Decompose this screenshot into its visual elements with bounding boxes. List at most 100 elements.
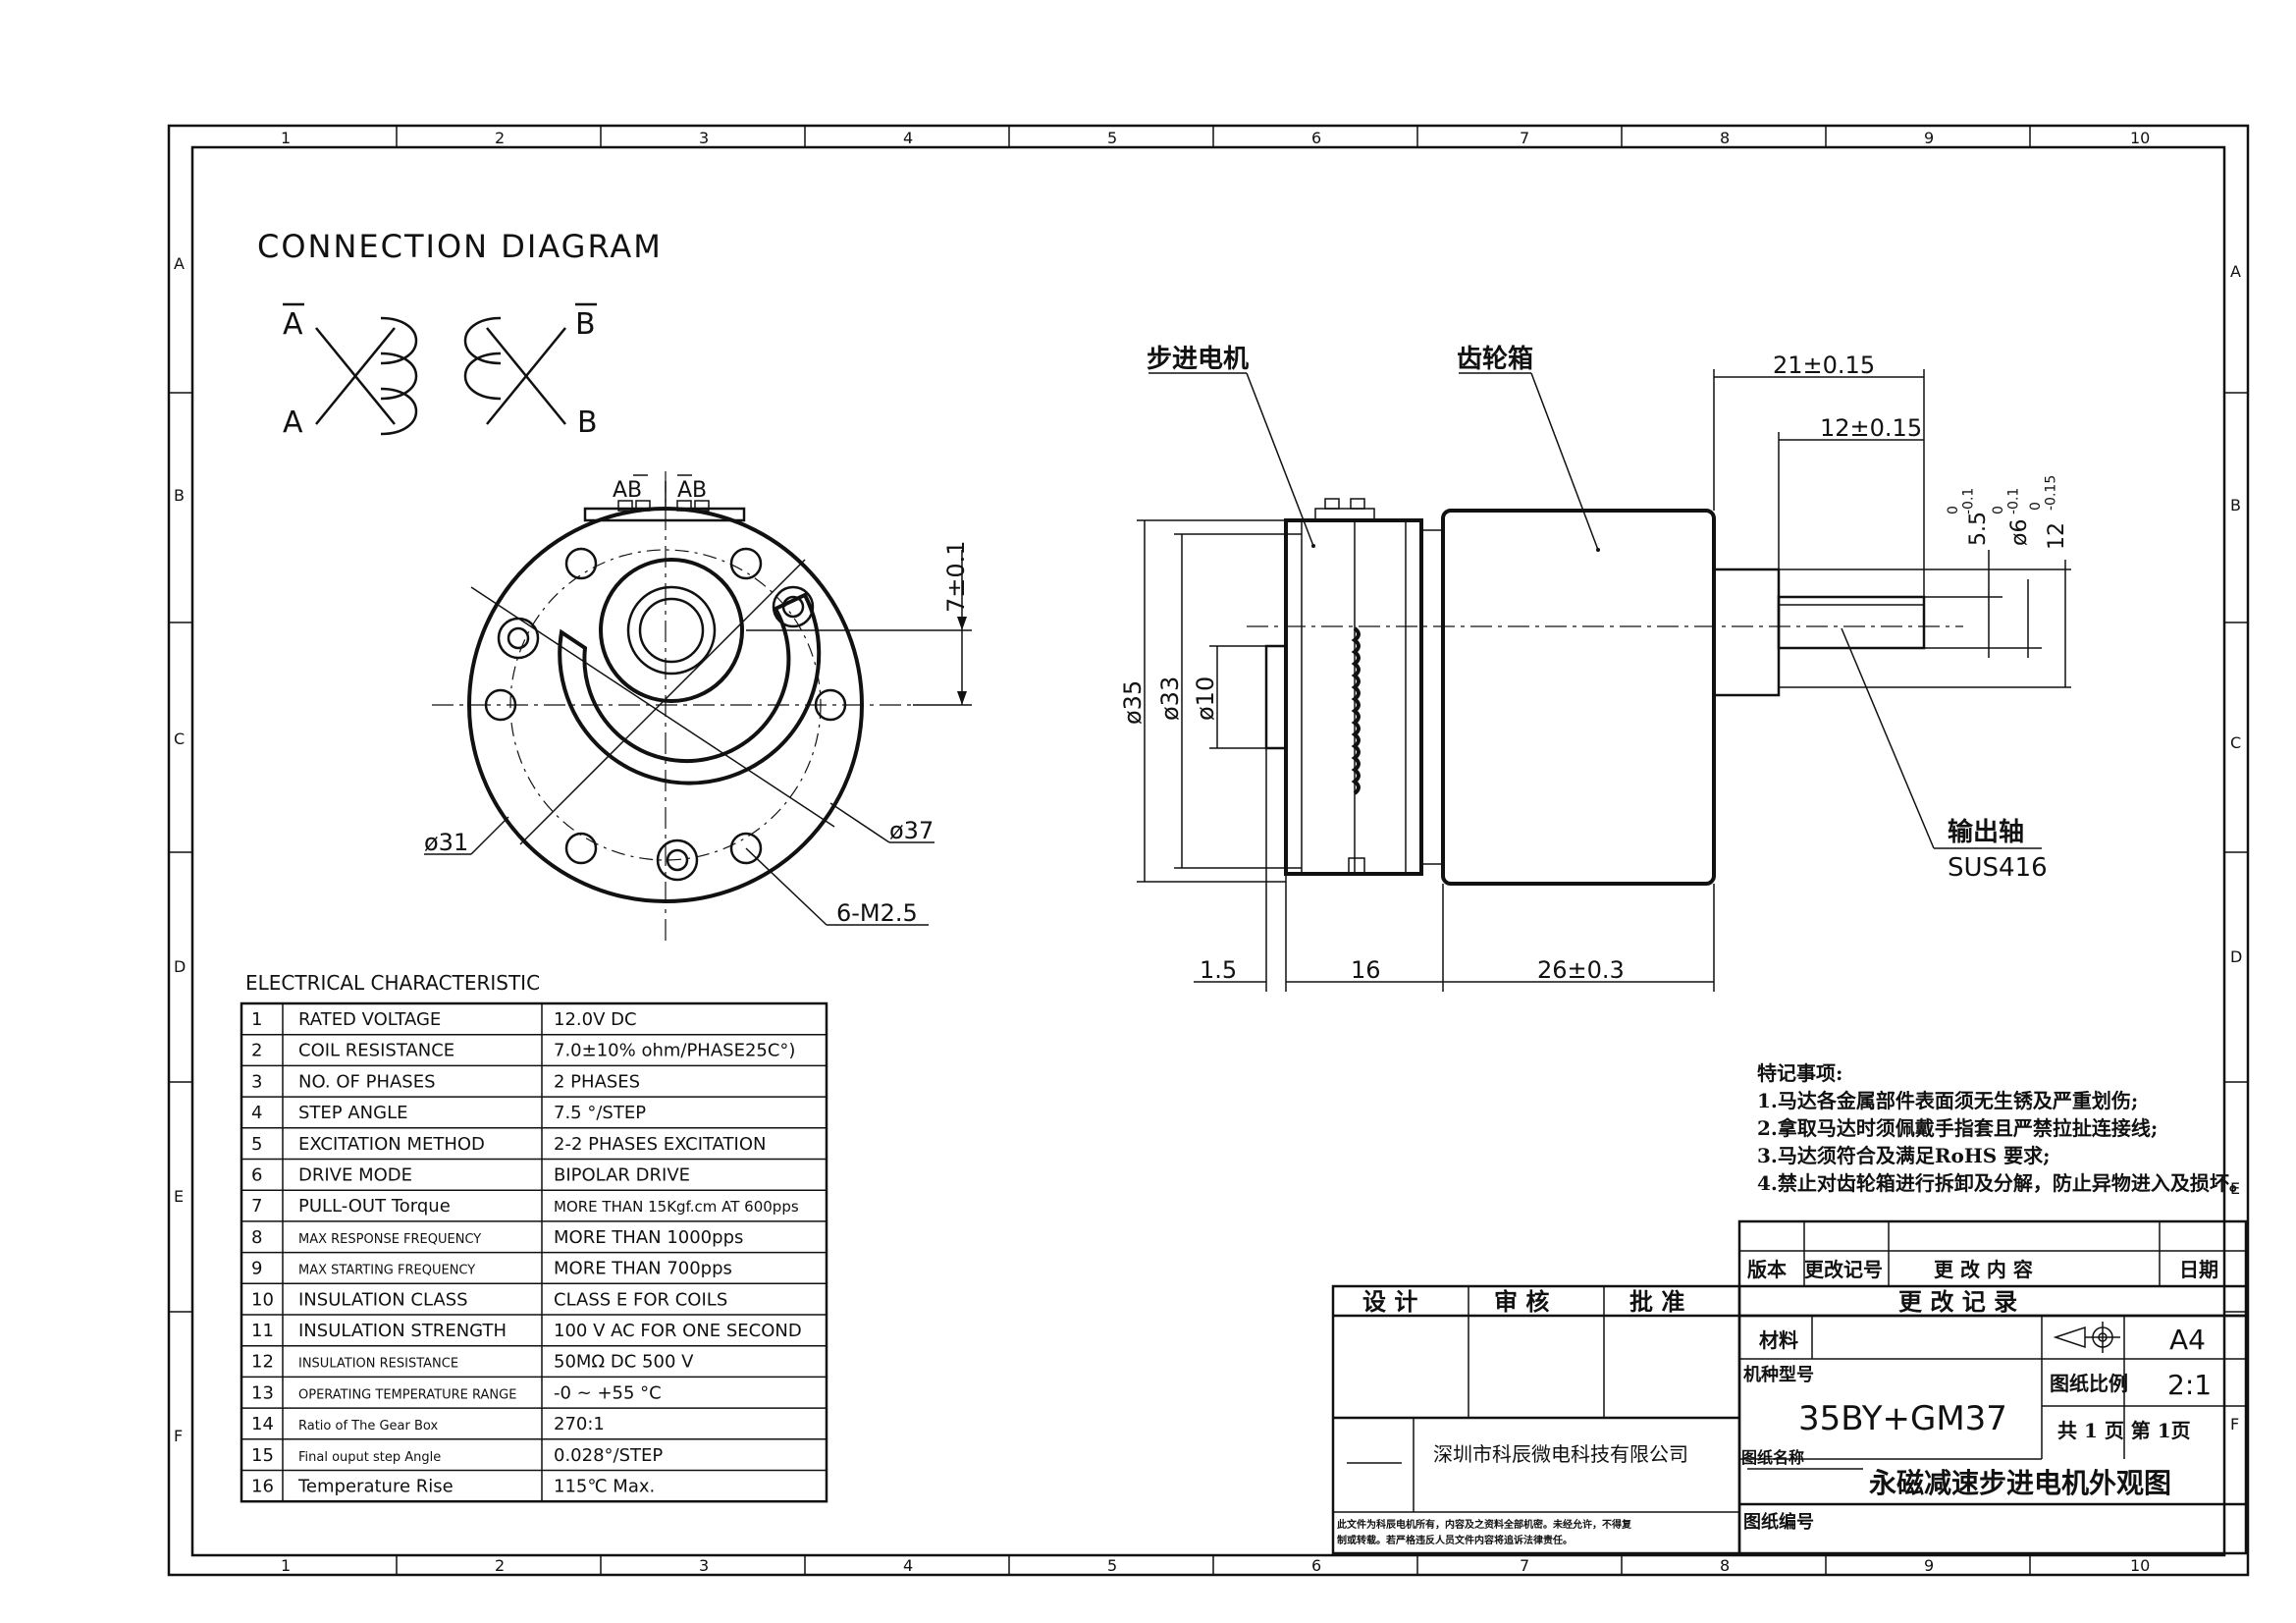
row-number: 2 [251, 1041, 262, 1061]
dim-55: 5.5 [1966, 512, 1991, 546]
row-label: D [2230, 947, 2242, 966]
company-name: 深圳市科辰微电科技有限公司 [1433, 1442, 1688, 1466]
row-number: 3 [251, 1071, 262, 1092]
row-value: 270:1 [554, 1414, 605, 1434]
drawing-no-label: 图纸编号 [1743, 1511, 1814, 1533]
dim-31: ø31 [424, 829, 468, 856]
row-value: 2-2 PHASES EXCITATION [554, 1134, 767, 1155]
row-value: 7.0±10% ohm/PHASE25C°) [554, 1041, 795, 1061]
row-label: D [174, 957, 186, 976]
row-number: 7 [251, 1196, 262, 1217]
row-label: A [2230, 262, 2241, 281]
row-number: 4 [251, 1103, 262, 1123]
row-value: -0 ~ +55 °C [554, 1382, 662, 1403]
material-label: 材料 [1759, 1328, 1798, 1352]
col-label: 8 [1720, 129, 1730, 147]
col-label: 3 [699, 129, 709, 147]
col-label: 4 [903, 1556, 913, 1575]
col-label: 3 [699, 1556, 709, 1575]
electrical-table: 1 RATED VOLTAGE 12.0V DC 2 COIL RESISTANCE 7.… [240, 1001, 828, 1503]
row-number: 12 [251, 1352, 274, 1373]
dim-1-5: 1.5 [1200, 956, 1237, 984]
row-name: Ratio of The Gear Box [298, 1419, 438, 1434]
row-label: E [174, 1187, 184, 1206]
row-number: 9 [251, 1259, 262, 1279]
col-label: 1 [281, 129, 291, 147]
row-number: 5 [251, 1134, 262, 1155]
dim-holes: 6-M2.5 [836, 899, 918, 927]
row-name: DRIVE MODE [298, 1165, 412, 1186]
electrical-characteristic: ELECTRICAL CHARACTERISTIC 1 RATED VOLTAGE… [240, 971, 828, 1503]
label-shaft: 输出轴 [1948, 817, 2024, 847]
row-name: INSULATION CLASS [298, 1289, 468, 1310]
connection-diagram: CONNECTION DIAGRAM A A B B [257, 228, 663, 440]
row-value: 7.5 °/STEP [554, 1103, 646, 1123]
connector-label: AB [613, 478, 642, 503]
sign-header: 设 计 [1362, 1287, 1417, 1316]
row-number: 1 [251, 1009, 262, 1030]
row-value: MORE THAN 15Kgf.cm AT 600pps [554, 1198, 799, 1216]
rev-header: 更 改 内 容 [1934, 1258, 2033, 1281]
notes-title: 特记事项: [1757, 1061, 1842, 1085]
note-item: 3.马达须符合及满足RoHS 要求; [1757, 1144, 2051, 1167]
row-name: MAX RESPONSE FREQUENCY [298, 1232, 481, 1247]
row-label: B [174, 486, 185, 505]
row-label: C [174, 730, 185, 748]
row-name: EXCITATION METHOD [298, 1134, 485, 1155]
col-label: 10 [2130, 1556, 2150, 1575]
row-number: 16 [251, 1477, 274, 1497]
dim-12: 12±0.15 [1820, 414, 1922, 442]
dim-10: ø10 [1192, 676, 1219, 721]
dim-6-tol: 0-0.1 [1991, 488, 2021, 514]
scale-label: 图纸比例 [2050, 1372, 2128, 1395]
col-label: 1 [281, 1556, 291, 1575]
rev-header: 更改记号 [1804, 1258, 1883, 1281]
row-value: MORE THAN 700pps [554, 1259, 732, 1279]
paper-size: A4 [2169, 1324, 2206, 1356]
label-a-bar: A [283, 307, 303, 342]
dim-55-tol: 0-0.1 [1946, 488, 1976, 514]
row-name: PULL-OUT Torque [298, 1196, 451, 1217]
label-a: A [283, 406, 303, 440]
row-name: STEP ANGLE [298, 1103, 408, 1123]
rev-header: 版本 [1747, 1258, 1787, 1281]
sign-header: 审 核 [1494, 1287, 1549, 1316]
col-label: 9 [1924, 1556, 1934, 1575]
note-item: 4.禁止对齿轮箱进行拆卸及分解，防止异物进入及损坏。 [1757, 1171, 2249, 1195]
row-value: 115℃ Max. [554, 1477, 655, 1497]
row-number: 10 [251, 1289, 274, 1310]
connection-title: CONNECTION DIAGRAM [257, 228, 663, 265]
label-b-bar: B [575, 307, 596, 342]
row-value: BIPOLAR DRIVE [554, 1165, 690, 1186]
col-label: 6 [1311, 129, 1321, 147]
row-name: NO. OF PHASES [298, 1071, 436, 1092]
row-name: OPERATING TEMPERATURE RANGE [298, 1387, 516, 1402]
model-label: 机种型号 [1743, 1364, 1814, 1385]
row-name: RATED VOLTAGE [298, 1009, 441, 1030]
row-name: COIL RESISTANCE [298, 1041, 454, 1061]
dim-37: ø37 [889, 817, 934, 844]
dim-12v: 12 [2045, 522, 2069, 550]
row-value: 2 PHASES [554, 1071, 640, 1092]
notes: 特记事项: 1.马达各金属部件表面须无生锈及严重划伤; 2.拿取马达时须佩戴手指… [1757, 1061, 2249, 1195]
sign-header: 批 准 [1629, 1287, 1684, 1316]
electrical-title: ELECTRICAL CHARACTERISTIC [245, 971, 540, 995]
dim-35: ø35 [1119, 680, 1147, 725]
dim-21: 21±0.15 [1773, 352, 1875, 379]
disclaimer: 制或转载。若严格违反人员文件内容将追诉法律责任。 [1337, 1534, 1573, 1546]
row-name: INSULATION RESISTANCE [298, 1357, 458, 1372]
col-label: 8 [1720, 1556, 1730, 1575]
disclaimer: 此文件为科辰电机所有，内容及之资料全部机密。未经允许，不得复 [1337, 1518, 1632, 1531]
shaft-material: SUS416 [1948, 853, 2048, 883]
rev-title: 更 改 记 录 [1898, 1287, 2017, 1316]
row-label: A [174, 254, 185, 273]
row-name: INSULATION STRENGTH [298, 1321, 507, 1341]
col-label: 6 [1311, 1556, 1321, 1575]
dim-26: 26±0.3 [1537, 956, 1625, 984]
label-stepper: 步进电机 [1147, 344, 1249, 374]
row-number: 13 [251, 1382, 274, 1403]
dim-12v-tol: 0-0.15 [2028, 475, 2058, 511]
row-value: 12.0V DC [554, 1009, 637, 1030]
row-label: B [2230, 496, 2241, 514]
